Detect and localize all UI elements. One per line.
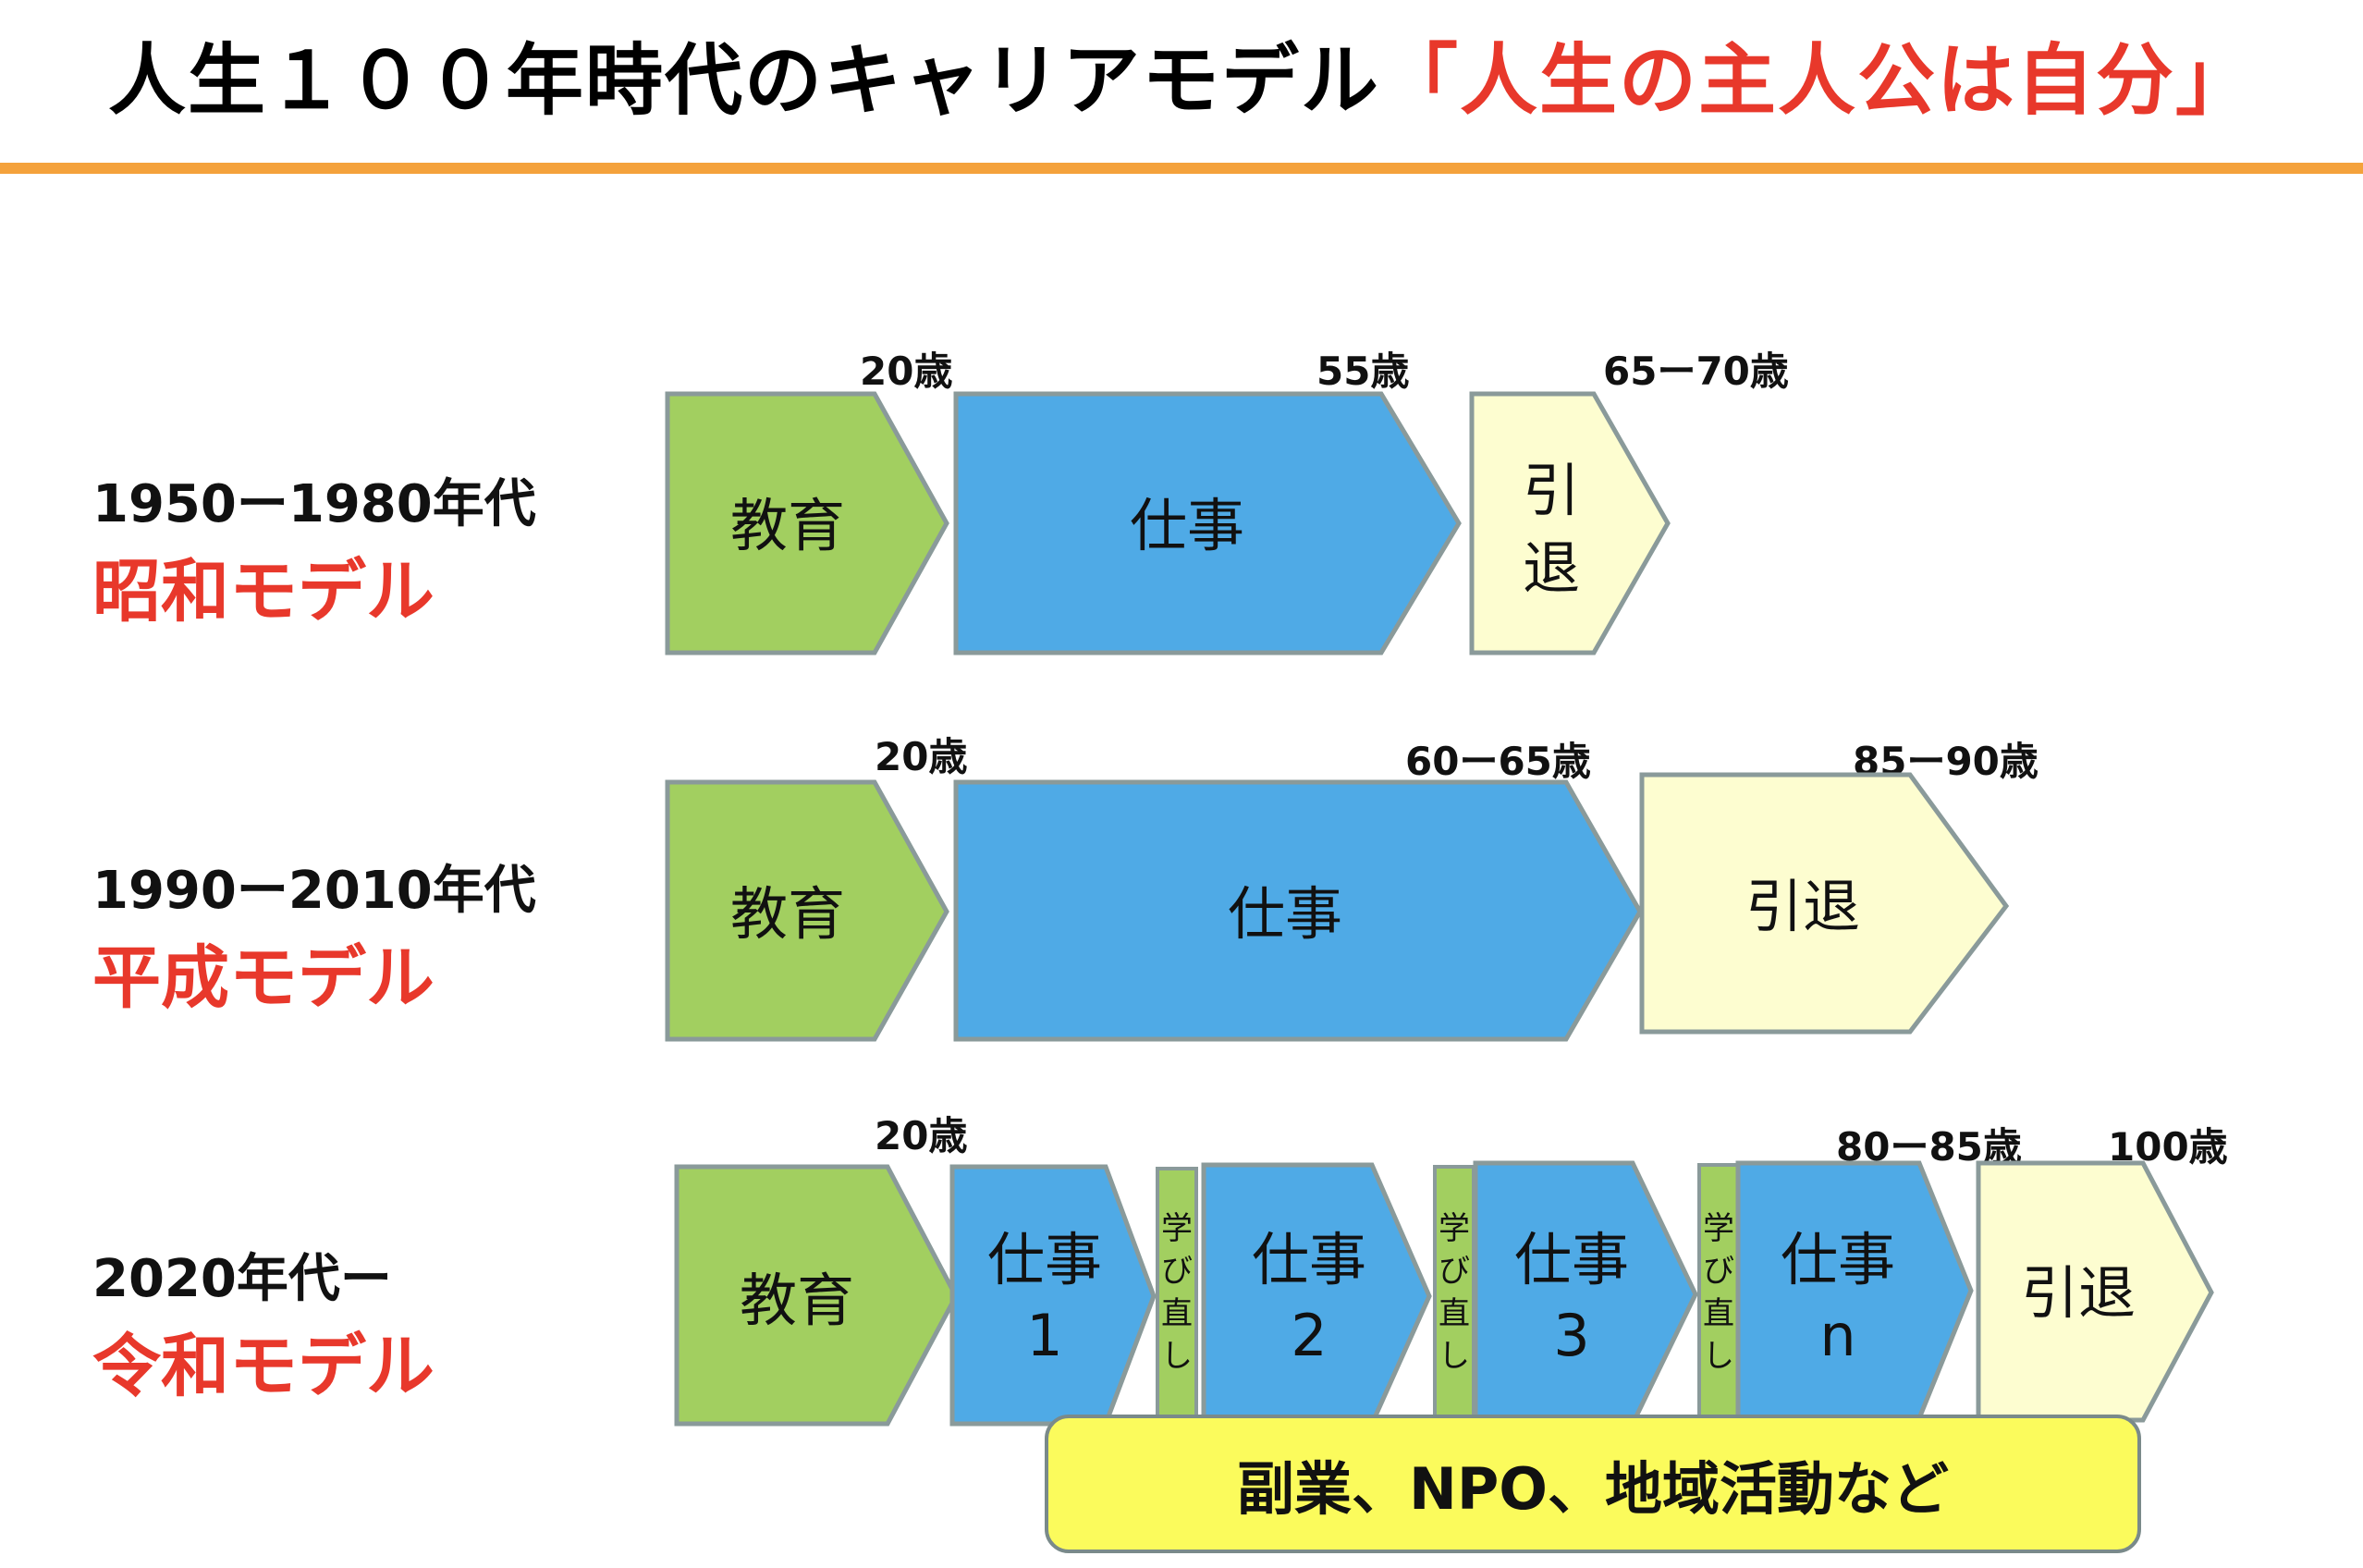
row3-relearn-1-char-1: 学 bbox=[1161, 1210, 1193, 1247]
row2-work-label: 仕事 bbox=[1228, 880, 1342, 948]
row3-work-1-num: 1 bbox=[1026, 1302, 1062, 1369]
row3-retire-label: 引退 bbox=[2021, 1259, 2136, 1327]
row1-period: 1950ー1980年代 bbox=[92, 474, 536, 534]
row3-work-1-block bbox=[949, 1164, 1157, 1427]
row1-age-3: 65ー70歳 bbox=[1603, 349, 1789, 394]
row3-period: 2020年代ー bbox=[92, 1249, 392, 1309]
row3-relearn-3-char-2: び bbox=[1703, 1253, 1734, 1290]
row1-work-label: 仕事 bbox=[1130, 492, 1244, 559]
row3-relearn-1-char-3: 直 bbox=[1161, 1295, 1193, 1332]
row3-work-n-num: n bbox=[1819, 1302, 1855, 1369]
row2-education-label: 教育 bbox=[730, 880, 845, 948]
row1-retire-block bbox=[1469, 391, 1671, 655]
row1-age-1: 20歳 bbox=[860, 349, 953, 394]
row2-model: 平成モデル bbox=[92, 938, 435, 1018]
row3-relearn-2-char-4: し bbox=[1439, 1338, 1470, 1375]
title-accent: 「人生の主人公は自分」 bbox=[1380, 35, 2256, 126]
row3-model: 令和モデル bbox=[92, 1327, 435, 1406]
row2-education-block bbox=[665, 779, 949, 1042]
row1-education-label: 教育 bbox=[730, 492, 845, 559]
row2-age-1: 20歳 bbox=[875, 734, 968, 779]
row1-age-2: 55歳 bbox=[1316, 349, 1410, 394]
row3-education-label: 教育 bbox=[740, 1267, 854, 1334]
row3-work-n-label: 仕事 bbox=[1781, 1226, 1895, 1293]
row1-model: 昭和モデル bbox=[92, 552, 435, 631]
side-activities-label: 副業、NPO、地域活動など bbox=[1236, 1455, 1950, 1523]
row3-relearn-3-char-1: 学 bbox=[1703, 1210, 1734, 1247]
row3-retire-block bbox=[1976, 1160, 2214, 1423]
row2-retire-block bbox=[1639, 772, 2010, 1035]
row3-relearn-1-char-2: び bbox=[1161, 1253, 1193, 1290]
page-title: 人生１００年時代のキャリアモデル「人生の主人公は自分」 bbox=[0, 18, 2363, 130]
title-main: 人生１００年時代のキャリアモデル bbox=[107, 35, 1380, 126]
row1-education-block bbox=[665, 391, 949, 655]
row1-work-block bbox=[953, 391, 1462, 655]
row1-retire-label-1: 引 bbox=[1523, 457, 1580, 524]
row3-work-2-label: 仕事 bbox=[1252, 1226, 1366, 1293]
row3-education-block bbox=[674, 1164, 959, 1427]
row3-relearn-3-char-4: し bbox=[1703, 1338, 1734, 1375]
row2-work-block bbox=[953, 779, 1643, 1042]
row3-work-3-num: 3 bbox=[1553, 1302, 1589, 1369]
row3-work-3-block bbox=[1473, 1160, 1698, 1427]
row3-work-1-label: 仕事 bbox=[987, 1226, 1102, 1293]
row3-relearn-2-char-2: び bbox=[1439, 1253, 1470, 1290]
row3-relearn-1-char-4: し bbox=[1161, 1338, 1193, 1375]
row2-age-2: 60ー65歳 bbox=[1405, 739, 1591, 784]
row3-relearn-1-block bbox=[1156, 1167, 1198, 1426]
row2-period: 1990ー2010年代 bbox=[92, 861, 536, 921]
row3-work-3-label: 仕事 bbox=[1514, 1226, 1629, 1293]
title-divider bbox=[0, 163, 2363, 174]
row3-relearn-3-block bbox=[1697, 1163, 1740, 1426]
row3-relearn-3-char-3: 直 bbox=[1703, 1295, 1734, 1332]
row2-retire-label: 引退 bbox=[1745, 873, 1860, 940]
row3-age-1: 20歳 bbox=[875, 1113, 968, 1158]
row3-relearn-2-char-3: 直 bbox=[1439, 1295, 1470, 1332]
row3-work-2-block bbox=[1201, 1162, 1432, 1427]
row1-retire-label-2: 退 bbox=[1523, 534, 1580, 602]
row3-work-n-block bbox=[1735, 1160, 1974, 1421]
row3-work-2-num: 2 bbox=[1291, 1302, 1327, 1369]
row3-relearn-2-char-1: 学 bbox=[1439, 1210, 1470, 1247]
side-activities-box: 副業、NPO、地域活動など bbox=[1045, 1415, 2141, 1553]
